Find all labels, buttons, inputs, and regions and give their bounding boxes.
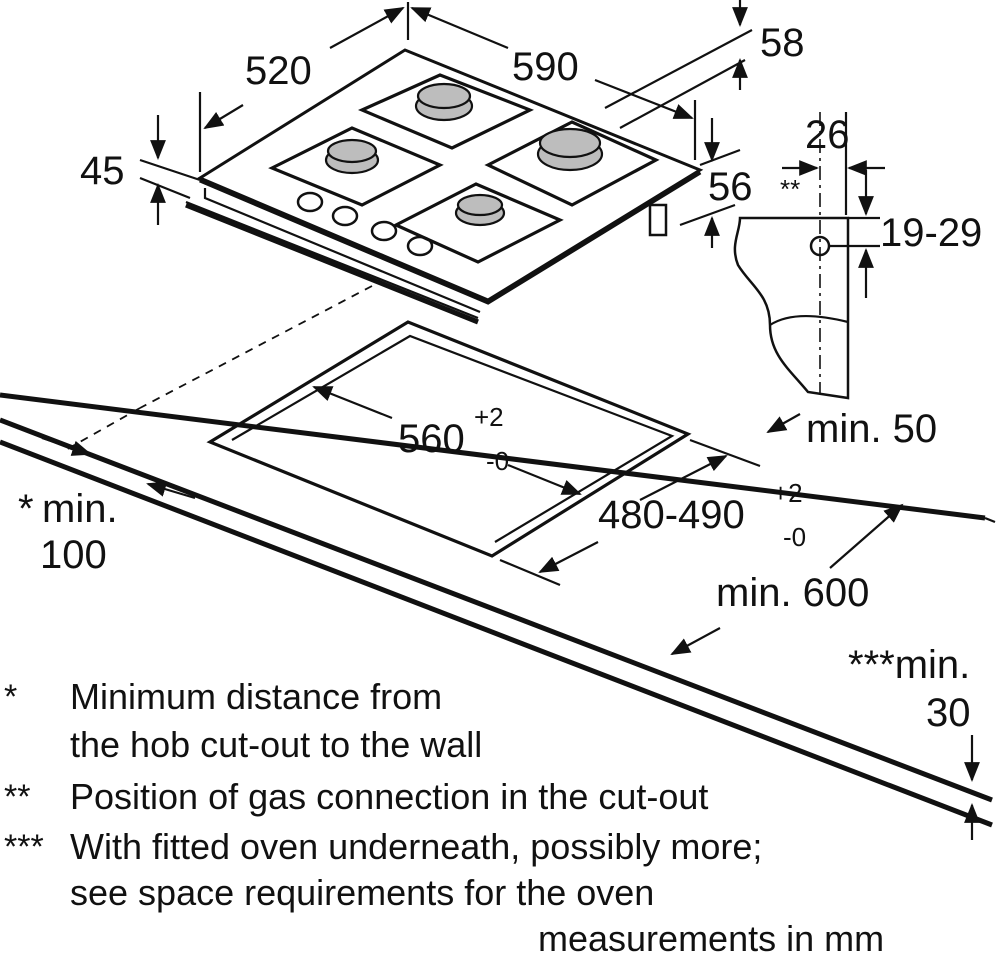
dim-520: 520 [245,49,312,93]
dim-min-50: min. 50 [806,407,937,451]
dim-26: 26 [805,113,850,157]
dim-58: 58 [760,21,805,65]
dim-min-100-value: 100 [40,533,107,577]
footnote-3-mark: *** [4,828,44,866]
dim-480-490-plus: +2 [773,478,803,508]
dim-590: 590 [512,45,579,89]
footnote-3-line-1: With fitted oven underneath, possibly mo… [70,826,763,867]
dim-min-100-star: * [18,487,34,531]
projection-line [139,285,373,409]
dim-min-30-value: 30 [926,691,971,735]
dim-480-490-minus: -0 [783,522,806,552]
footnote-1-line-2: the hob cut-out to the wall [70,724,483,765]
dim-45: 45 [80,149,125,193]
dim-min-600: min. 600 [716,571,869,615]
footer-units: measurements in mm [538,918,885,959]
dimension-labels: 520 590 58 26 45 56 ** 19-29 560 +2 -0 4… [18,21,982,735]
dim-560: 560 [398,417,465,461]
projection-line-2 [61,407,141,453]
pan-supports [268,73,660,264]
footnote-1-line-1: Minimum distance from [70,676,443,717]
dim-560-minus: -0 [486,446,509,476]
footnote-2-mark: ** [4,778,31,816]
dim-560-plus: +2 [474,402,504,432]
dim-19-29: 19-29 [880,211,982,255]
dim-480-490: 480-490 [598,493,745,537]
gas-marker: ** [780,174,800,204]
dim-min-30-label: ***min. [848,643,970,687]
gas-pipe [648,203,668,237]
footnote-2-line-1: Position of gas connection in the cut-ou… [70,776,709,817]
hob [185,48,704,325]
side-profile [733,112,850,400]
burners [324,82,604,227]
dim-56: 56 [708,165,753,209]
dimension-lines [41,0,980,840]
footnote-3-line-2: see space requirements for the oven [70,872,655,913]
dim-min-100-label: min. [42,487,118,531]
control-knobs [296,191,434,257]
footnote-1-mark: * [4,678,18,716]
